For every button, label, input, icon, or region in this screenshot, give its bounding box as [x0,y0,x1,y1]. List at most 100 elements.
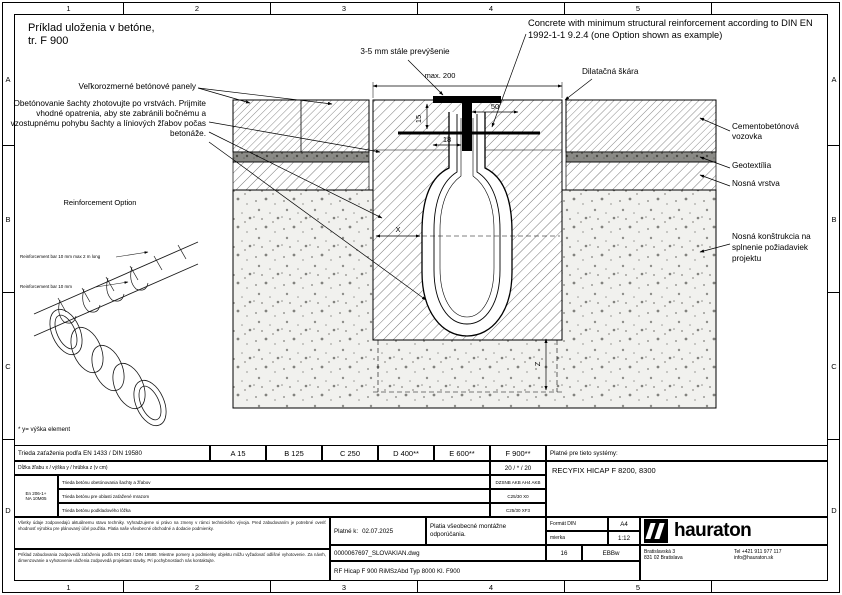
class-e600: E 600** [449,448,475,458]
format-value: A4 [620,520,628,528]
pavement-right [565,99,717,191]
email: info@hauraton.sk [734,555,774,561]
ruler-right: A B C D [828,14,840,581]
address-line2: 831 02 Bratislava [644,555,683,561]
scale-label: mierka [550,535,566,541]
disclaimer-1: Všetky údaje zodpovedajú aktuálnemu stav… [18,520,326,531]
spec-standard-line2: NA 10M05 [25,496,47,501]
ruler-mark: 5 [565,2,712,14]
dims-label: Dĺžka žľabu x / výška y / hrúbka z (v cm… [18,465,108,471]
height-footnote: * y= výška element [18,426,71,433]
ruler-mark: C [2,293,14,440]
spec-standard-line1: En 206-1+ [25,491,47,496]
sheet-number-cell: 16 [546,545,582,561]
spec-standard-cell: En 206-1+ NA 10M05 [14,475,58,517]
ruler-mark: D [831,506,837,515]
spec-value-3: C25/30 XF3 [505,507,530,513]
cover-assembly [373,96,562,151]
scale-value: 1:12 [617,534,631,542]
page-title-line2: tr. F 900 [28,35,69,48]
dimension-texts: 15 50 18 X Z [395,102,542,366]
ruler-mark: B [2,146,14,293]
leader-lines [197,33,731,301]
ruler-mark: 4 [418,2,565,14]
general-note: Platia všeobecné montážne odporúčania. [430,522,507,538]
systems-label: Platné pre tieto systémy: [550,449,618,457]
ruler-mark: 3 [271,2,418,14]
pavement-left [232,99,370,191]
address-line1: Bratislavská 3 [644,549,676,555]
dim-18: 18 [443,135,451,144]
rebar-long-label: Reinforcement bar 10 mm max 2 m long [20,254,101,259]
class-d400-cell: D 400** [378,445,434,461]
spec-row-value: DZSNB AKB AH4 AKB [490,475,546,489]
ruler-mark: A [2,14,14,146]
spec-row-value: C25/30 XF3 [490,503,546,517]
valid-date-cell: Platné k: 02.07.2025 [330,517,426,545]
ruler-mark-blank [712,581,828,593]
class-b125-cell: B 125 [266,445,322,461]
drawing-name: RF Hicap F 900 RiMSzAbd Typ 8000 Kl. F90… [334,567,461,575]
ruler-mark: 2 [124,581,271,593]
reinforcement-option-heading: Reinforcement Option [63,198,137,207]
protrusion-label: 3-5 mm stále prevýšenie [360,47,450,56]
phone: Tel +421 911 977 117 [734,549,782,555]
concrete-reinforcement-note: Concrete with minimum structural reinfor… [528,18,813,41]
address-block: Bratislavská 3 831 02 Bratislava [644,549,734,561]
ruler-mark: D [5,506,11,515]
address-cell: Bratislavská 3 831 02 Bratislava Tel +42… [640,545,828,581]
systems-value: RECYFIX HICAP F 8200, 8300 [552,466,656,475]
page-title: Príklad uloženia v betóne, tr. F 900 [28,22,155,48]
ruler-mark: A [828,14,840,146]
class-a15-cell: A 15 [210,445,266,461]
dim-z: Z [533,361,542,366]
disclaimer-cell-1: Všetky údaje zodpovedajú aktuálnemu stav… [14,517,330,549]
rebar-label: Reinforcement bar 10 mm [20,284,73,289]
channel-profile [421,112,513,337]
file-name: 0000067697_SLOVAKIAN.dwg [334,549,420,557]
spec-value-2: C25/30 X0 [507,493,529,499]
dims-value-cell: 20 / * / 20 [490,461,546,475]
dim-x: X [395,225,400,234]
scale-value-cell: 1:12 [608,531,640,545]
logo-cell: hauraton [640,517,828,545]
general-note-cell: Platia všeobecné montážne odporúčania. [426,517,546,545]
spec-label-1: Trieda betónu obetónovania šachty a žľab… [62,479,151,485]
encasement-note: Obetónovanie šachty zhotovujte po vrstvá… [10,99,206,138]
hauraton-logo-icon [644,519,668,543]
dim-50: 50 [491,102,499,111]
reinforcement-sketch [33,241,199,427]
contact-block: Tel +421 911 977 117 info@hauraton.sk [734,549,824,561]
disclaimer-cell-2: Príklad zabudovania zodpovedá zaťaženiu … [14,549,330,581]
geotextile-label: Geotextília [732,161,772,170]
format-label: Formát DIN [550,521,576,527]
systems-label-cell: Platné pre tieto systémy: [546,445,828,461]
ruler-bottom: 1 2 3 4 5 [14,581,828,593]
ruler-top: 1 2 3 4 5 [14,2,828,14]
bearing-structure-label: Nosná konštrukcia na splnenie požiadavie… [732,232,811,264]
author: EBBw [602,549,620,557]
ruler-mark: 1 [14,581,124,593]
class-f900-cell: F 900** [490,445,546,461]
panels-label: Veľkorozmerné betónové panely [78,82,196,91]
class-e600-cell: E 600** [434,445,490,461]
ruler-mark: 3 [271,581,418,593]
spec-row-label: Trieda betónu podkladového lôžka [58,503,490,517]
spec-label-3: Trieda betónu podkladového lôžka [62,507,131,513]
valid-date: 02.07.2025 [362,527,394,535]
ruler-mark: 4 [418,581,565,593]
systems-value-cell: RECYFIX HICAP F 8200, 8300 [546,461,828,517]
class-d400: D 400** [393,448,419,458]
class-c250: C 250 [339,448,360,458]
sheet-number: 16 [560,549,568,557]
ruler-mark: 1 [14,2,124,14]
dilatation-label: Dilatačná škára [582,67,639,76]
drawing-name-cell: RF Hicap F 900 RiMSzAbd Typ 8000 Kl. F90… [330,561,640,581]
load-class-label: Trieda zaťaženia podľa EN 1433 / DIN 195… [18,449,142,457]
dimension-lines [372,82,563,393]
pavement-label: Cementobetónová vozovka [732,122,799,141]
format-value-cell: A4 [608,517,640,531]
class-a15: A 15 [230,448,246,458]
